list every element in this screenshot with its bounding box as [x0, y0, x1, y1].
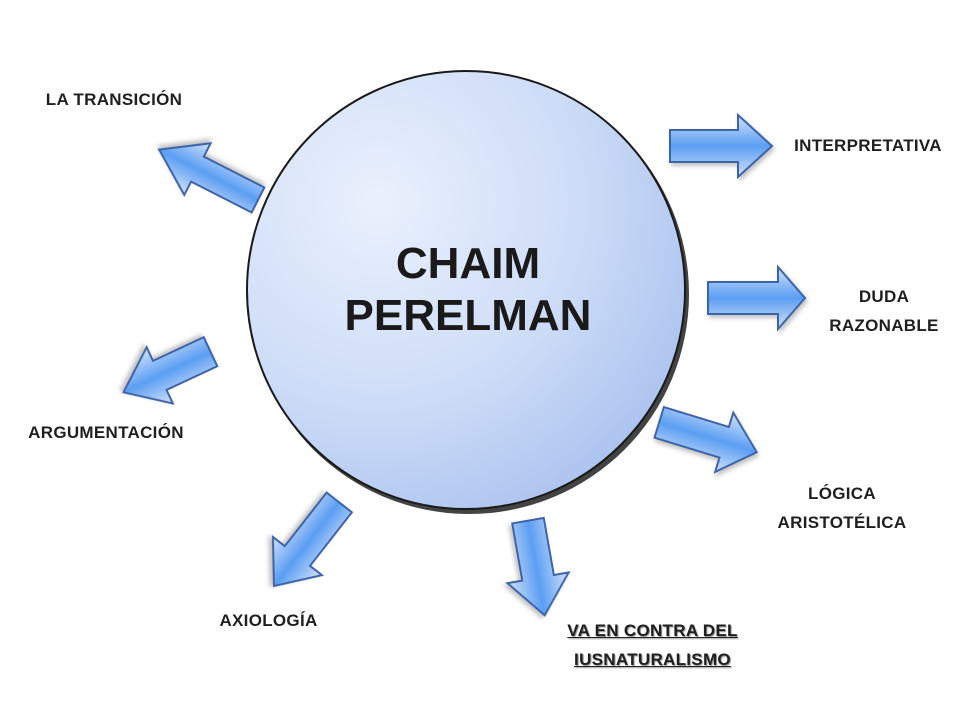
label-logica-aristotelica: LÓGICA ARISTOTÉLICA	[777, 484, 907, 532]
arrow-argumentacion	[122, 335, 219, 405]
label-va-en-contra-del-iusnaturalismo: VA EN CONTRA DEL IUSNATURALISMO	[567, 621, 738, 669]
arrow-iusnaturalismo	[505, 516, 571, 617]
label-argumentacion: ARGUMENTACIÓN	[28, 423, 184, 442]
label-interpretativa: INTERPRETATIVA	[794, 136, 942, 155]
arrow-logica-aristotelica	[653, 405, 759, 474]
center-title: CHAIM PERELMAN	[318, 238, 618, 342]
arrow-axiologia	[271, 491, 354, 588]
arrow-duda-razonable	[707, 264, 807, 332]
arrow-la-transicion	[157, 142, 266, 214]
arrow-interpretativa	[669, 112, 774, 180]
center-title-line1: CHAIM	[395, 239, 541, 288]
center-title-line2: PERELMAN	[344, 291, 592, 340]
label-duda-razonable: DUDA RAZONABLE	[829, 287, 939, 335]
label-la-transicion: LA TRANSICIÓN	[45, 90, 183, 109]
central-circle	[246, 70, 689, 514]
label-axiologia: AXIOLOGÍA	[219, 611, 318, 630]
